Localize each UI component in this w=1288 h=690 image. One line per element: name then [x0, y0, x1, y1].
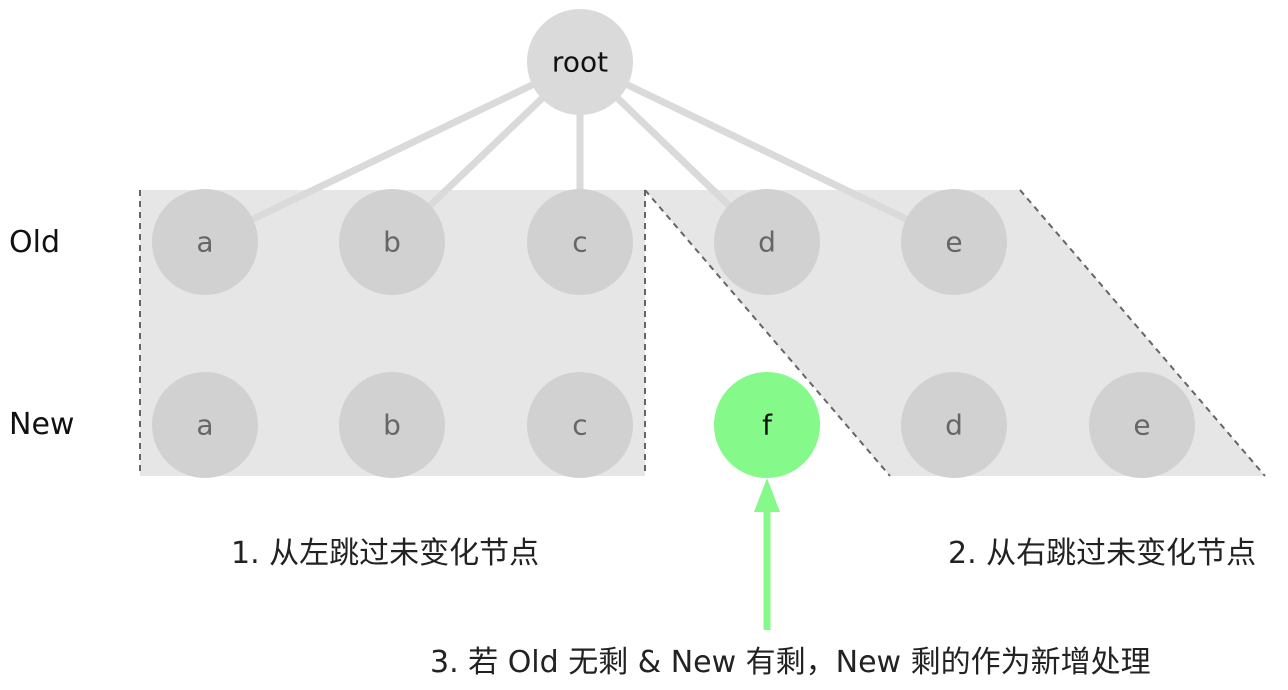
old-node-d — [714, 189, 820, 295]
caption-step3: 3. 若 Old 无剩 & New 有剩，New 剩的作为新增处理 — [430, 645, 1151, 680]
new-node-f-label: f — [762, 409, 773, 442]
old-node-a-label: a — [196, 226, 213, 259]
caption-step2: 2. 从右跳过未变化节点 — [948, 536, 1257, 571]
old-node-d-label: d — [758, 226, 776, 259]
new-node-arrow-head — [754, 478, 780, 512]
new-node-e — [1089, 372, 1195, 478]
edge-root-e — [576, 58, 958, 246]
old-row: a b c d e — [152, 189, 1007, 295]
old-node-b-label: b — [383, 226, 401, 259]
old-node-e — [901, 189, 1007, 295]
new-node-d — [901, 372, 1007, 478]
old-node-e-label: e — [945, 226, 962, 259]
old-node-b — [339, 189, 445, 295]
right-region-left-border — [644, 189, 891, 477]
root-node — [527, 9, 633, 115]
new-row: a b c f d e — [152, 372, 1195, 478]
new-node-c-label: c — [572, 409, 587, 442]
new-node-a-label: a — [196, 409, 213, 442]
right-region-right-border — [1019, 189, 1266, 477]
edge-root-a — [201, 58, 584, 246]
caption-step1: 1. 从左跳过未变化节点 — [231, 536, 540, 571]
new-node-b-label: b — [383, 409, 401, 442]
new-node-c — [527, 372, 633, 478]
new-node-b — [339, 372, 445, 478]
old-node-c — [527, 189, 633, 295]
old-node-c-label: c — [572, 226, 587, 259]
old-node-a — [152, 189, 258, 295]
root-node-label: root — [552, 46, 608, 79]
new-node-a — [152, 372, 258, 478]
old-row-label: Old — [9, 225, 60, 260]
new-row-label: New — [9, 407, 75, 442]
new-node-e-label: e — [1133, 409, 1150, 442]
new-node-f — [714, 372, 820, 478]
new-node-d-label: d — [945, 409, 963, 442]
